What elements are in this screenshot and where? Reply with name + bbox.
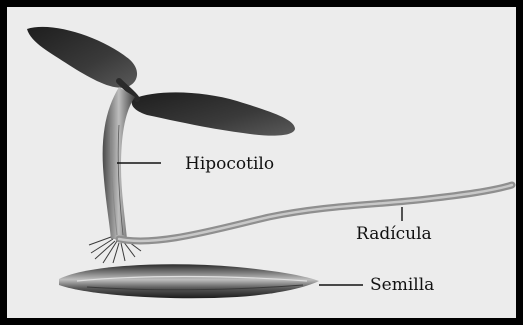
radicle-label: Radícula: [356, 224, 432, 244]
seed-label: Semilla: [370, 275, 434, 295]
seedling-illustration: Hipocotilo Radícula Semilla: [7, 7, 516, 318]
right-cotyledon: [132, 92, 295, 135]
hypocotyl-label: Hipocotilo: [185, 154, 274, 174]
seed: [59, 264, 319, 298]
radicle-root: [119, 185, 512, 241]
